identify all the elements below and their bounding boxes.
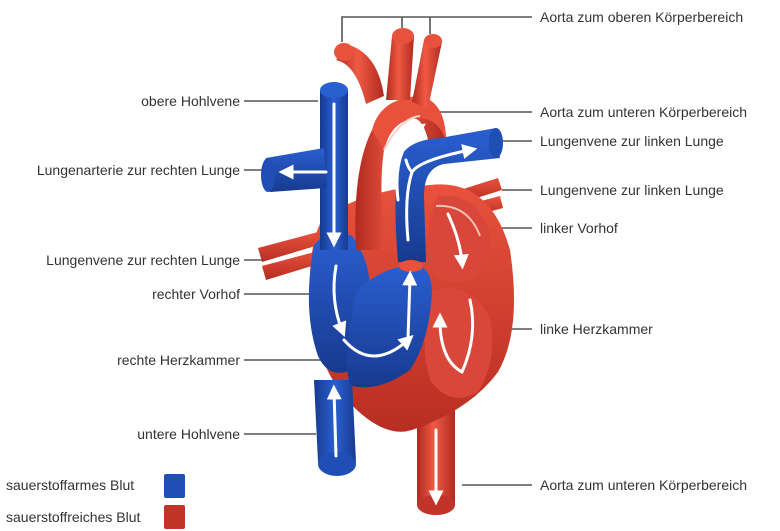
- label-inferior-vena-cava: untere Hohlvene: [137, 426, 240, 442]
- label-right-ventricle: rechte Herzkammer: [117, 352, 240, 368]
- label-left-atrium: linker Vorhof: [540, 220, 618, 236]
- label-aorta-upper: Aorta zum oberen Körperbereich: [540, 9, 743, 25]
- legend-label-deoxygenated: sauerstoffarmes Blut: [6, 477, 134, 493]
- legend-swatch-oxygenated: [164, 505, 185, 529]
- label-pulm-vein-right: Lungenvene zur rechten Lunge: [46, 252, 240, 268]
- label-pulm-vein-left-1: Lungenvene zur linken Lunge: [540, 133, 724, 149]
- legend-label-oxygenated: sauerstoffreiches Blut: [6, 509, 140, 525]
- legend-swatch-deoxygenated: [164, 474, 185, 498]
- pulm-artery-right: [261, 148, 326, 192]
- label-aorta-lower-bottom: Aorta zum unteren Körperbereich: [540, 477, 747, 493]
- label-superior-vena-cava: obere Hohlvene: [141, 93, 240, 109]
- label-aorta-lower-top: Aorta zum unteren Körperbereich: [540, 104, 747, 120]
- label-pulm-vein-left-2: Lungenvene zur linken Lunge: [540, 182, 724, 198]
- label-pulm-artery-right: Lungenarterie zur rechten Lunge: [37, 162, 240, 178]
- label-left-ventricle: linke Herzkammer: [540, 321, 653, 337]
- aorta-branches: [334, 28, 442, 108]
- label-right-atrium: rechter Vorhof: [152, 286, 240, 302]
